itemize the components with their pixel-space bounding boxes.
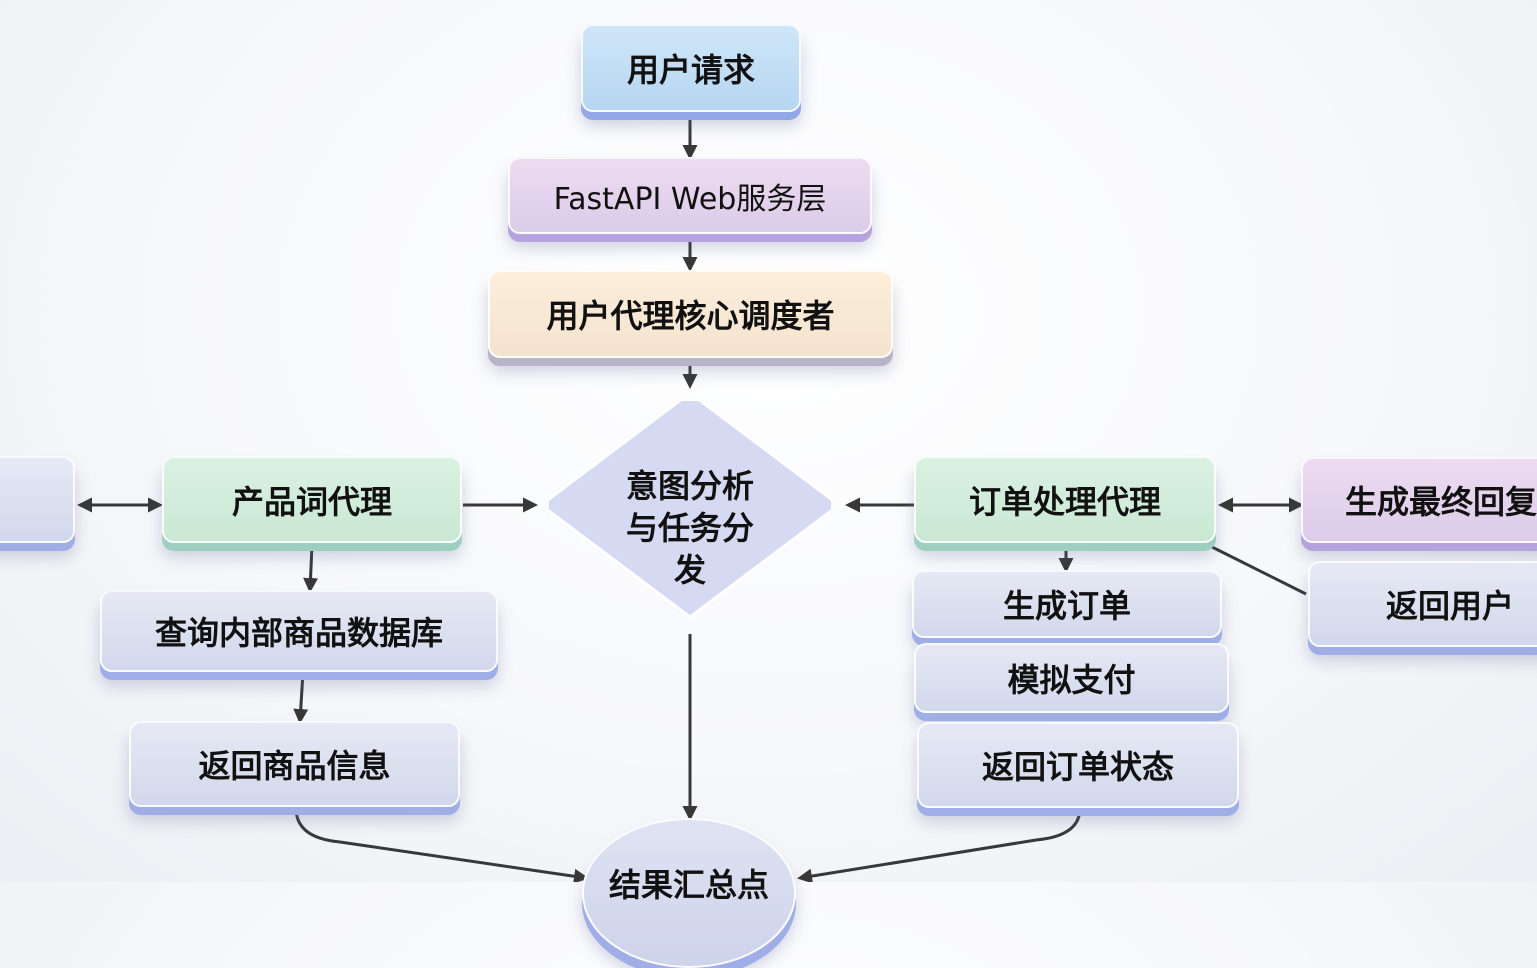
node-user-request: 用户请求 <box>581 24 801 112</box>
node-final-reply: 生成最终回复 <box>1301 457 1537 543</box>
node-return-status: 返回订单状态 <box>917 722 1239 808</box>
node-return-product: 返回商品信息 <box>129 721 460 807</box>
node-query-db-label: 查询内部商品数据库 <box>154 614 443 652</box>
connector-layer <box>77 112 1307 882</box>
node-summary: 结果汇总点 <box>582 818 796 968</box>
node-user-agent-label: 用户代理核心调度者 <box>546 297 835 335</box>
node-mock-pay-label: 模拟支付 <box>1007 661 1136 699</box>
node-summary-label: 结果汇总点 <box>608 866 769 904</box>
node-fastapi-label: FastAPI Web服务层 <box>553 181 827 217</box>
node-left-partial <box>0 456 75 543</box>
node-final-reply-label: 生成最终回复 <box>1345 483 1537 521</box>
node-product-agent-label: 产品词代理 <box>231 482 392 521</box>
node-user-agent: 用户代理核心调度者 <box>488 270 893 358</box>
node-query-db: 查询内部商品数据库 <box>100 590 498 672</box>
node-return-user-label: 返回用户 <box>1386 587 1515 625</box>
node-fastapi: FastAPI Web服务层 <box>508 157 872 234</box>
node-create-order-label: 生成订单 <box>1002 587 1131 625</box>
node-return-user: 返回用户 <box>1308 561 1537 647</box>
node-return-product-label: 返回商品信息 <box>198 747 391 785</box>
node-product-agent: 产品词代理 <box>162 456 462 543</box>
node-mock-pay: 模拟支付 <box>914 643 1229 713</box>
edge-returnproduct-to-summary <box>294 807 589 882</box>
node-order-agent: 订单处理代理 <box>914 456 1216 543</box>
edge-order-to-returnuser <box>1211 545 1307 596</box>
node-intent-analysis: 意图分析与任务分发 <box>549 401 831 619</box>
diamond-shape <box>549 401 831 619</box>
node-intent-label: 意图分析与任务分发 <box>625 467 754 589</box>
node-return-status-label: 返回订单状态 <box>981 748 1174 786</box>
edge-returnstatus-to-summary <box>797 807 1082 882</box>
edge-query-to-return <box>293 671 309 724</box>
edge-product-to-query <box>303 544 319 593</box>
node-create-order: 生成订单 <box>912 570 1222 638</box>
node-user-request-label: 用户请求 <box>626 51 755 89</box>
node-order-agent-label: 订单处理代理 <box>968 482 1161 521</box>
